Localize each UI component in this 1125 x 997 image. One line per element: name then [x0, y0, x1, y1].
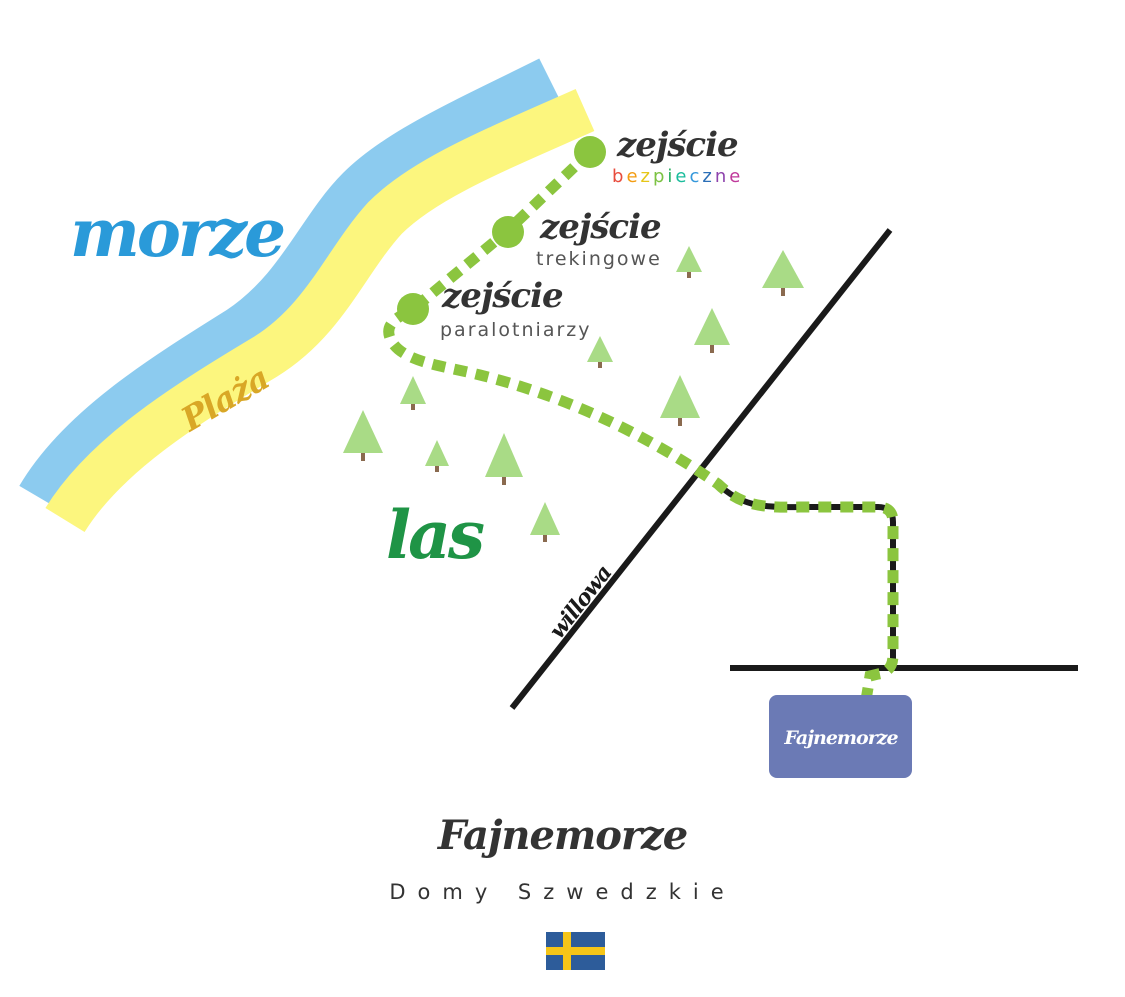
tree-icon: [587, 336, 613, 368]
subtitle-letter: p: [653, 166, 667, 187]
street-label: willowa: [544, 561, 617, 644]
footer-subtitle: Domy Szwedzkie: [389, 880, 736, 904]
access-point-safe-marker: [574, 136, 606, 168]
tree-icon: [425, 440, 449, 472]
subtitle-letter: i: [667, 166, 675, 187]
footer-title: Fajnemorze: [437, 812, 688, 859]
subtitle-letter: b: [612, 166, 626, 187]
subtitle-letter: z: [702, 166, 714, 187]
subtitle-letter: e: [729, 166, 743, 187]
tree-icon: [400, 376, 426, 410]
access-point-subtitle: trekingowe: [536, 248, 662, 270]
access-point-paraglider-marker: [397, 293, 429, 325]
access-point-title: zejście: [616, 125, 738, 165]
forest-label: las: [386, 496, 484, 574]
access-point-trekking-marker: [492, 216, 524, 248]
tree-icon: [530, 502, 560, 542]
access-point-subtitle: paralotniarzy: [440, 319, 592, 341]
venue-label: Fajnemorze: [783, 727, 898, 749]
access-point-subtitle-safe: bezpieczne: [612, 166, 743, 187]
tree-icon: [694, 308, 730, 353]
access-point-title: zejście: [441, 276, 563, 316]
tree-icon: [660, 375, 700, 426]
tree-icon: [343, 410, 383, 461]
subtitle-letter: c: [690, 166, 703, 187]
tree-icon: [676, 246, 702, 278]
venue-box: [769, 695, 912, 778]
subtitle-letter: z: [641, 166, 653, 187]
subtitle-letter: n: [715, 166, 729, 187]
sea-strip: [19, 58, 561, 511]
sea-label: morze: [70, 194, 284, 272]
tree-icon: [485, 433, 523, 485]
subtitle-letter: e: [626, 166, 640, 187]
subtitle-letter: e: [675, 166, 689, 187]
beach-strip: [45, 88, 595, 533]
swedish-flag-icon: [546, 932, 605, 970]
access-point-title: zejście: [539, 207, 661, 247]
tree-icon: [762, 250, 804, 296]
